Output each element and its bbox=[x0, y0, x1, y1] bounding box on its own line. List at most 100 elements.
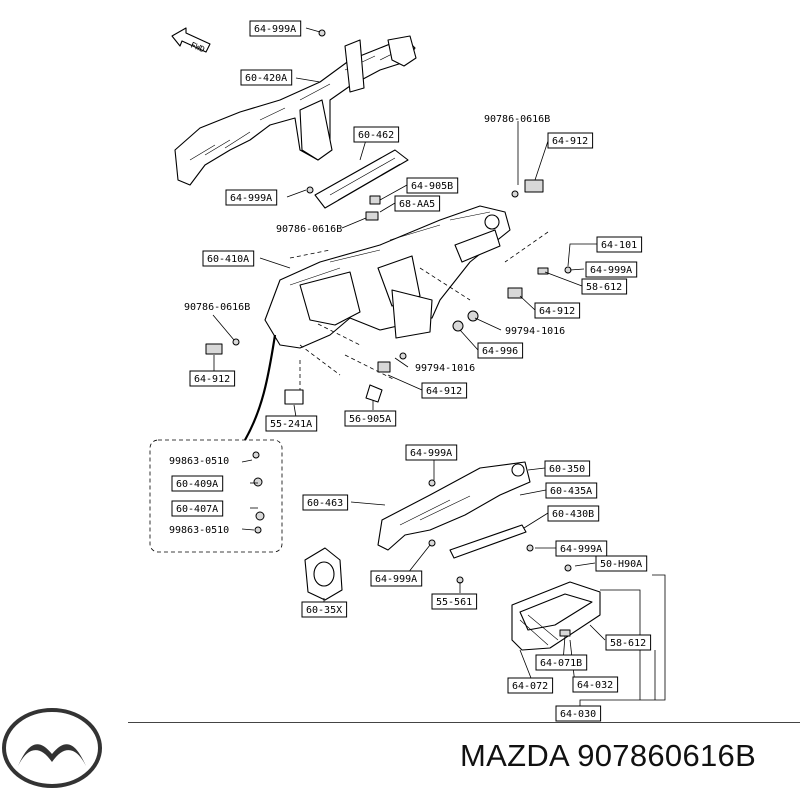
part-label-text: 64-999A bbox=[560, 544, 602, 555]
mazda-logo-icon bbox=[2, 708, 102, 788]
part-label: 68-AA5 bbox=[394, 195, 441, 212]
glovebox-part bbox=[511, 581, 601, 651]
part-label-text: 64-030 bbox=[560, 709, 596, 720]
part-label-text: 64-999A bbox=[230, 193, 272, 204]
part-label: 60-463 bbox=[302, 494, 349, 511]
part-label-box bbox=[547, 132, 594, 149]
part-label: 60-435A bbox=[545, 482, 598, 499]
part-label-box bbox=[421, 382, 468, 399]
part-label-text: 90786-0616B bbox=[276, 224, 342, 235]
part-label-text: 64-905B bbox=[411, 181, 453, 192]
part-label: 90786-0616B bbox=[484, 114, 550, 125]
part-label-text: 64-912 bbox=[426, 386, 462, 397]
part-label: 60-430B bbox=[547, 505, 600, 522]
part-label-box bbox=[477, 342, 524, 359]
part-label-text: 99863-0510 bbox=[169, 456, 229, 467]
part-label-text: 64-912 bbox=[552, 136, 588, 147]
part-label-text: 60-410A bbox=[207, 254, 249, 265]
part-label-text: 60-462 bbox=[358, 130, 394, 141]
brand-name: MAZDA bbox=[460, 738, 569, 773]
part-label-box bbox=[547, 505, 600, 522]
part-label-text: 99794-1016 bbox=[415, 363, 475, 374]
part-label-box bbox=[431, 593, 478, 610]
part-label-box bbox=[265, 415, 318, 432]
part-label: 50-H90A bbox=[595, 555, 648, 572]
part-label-text: 90786-0616B bbox=[484, 114, 550, 125]
part-label: 64-912 bbox=[189, 370, 236, 387]
part-label: 58-612 bbox=[581, 278, 628, 295]
part-label: 64-999A bbox=[249, 20, 302, 37]
part-label-box bbox=[353, 126, 400, 143]
part-label-box bbox=[406, 177, 459, 194]
part-label-box bbox=[581, 278, 628, 295]
part-label: 64-999A bbox=[585, 261, 638, 278]
leader-lines bbox=[212, 27, 666, 713]
part-label-box bbox=[189, 370, 236, 387]
part-label-box bbox=[507, 677, 554, 694]
part-label-text: 60-35X bbox=[306, 605, 342, 616]
part-label-box bbox=[544, 460, 591, 477]
part-label-text: 60-407A bbox=[176, 504, 218, 515]
part-label-box bbox=[344, 410, 397, 427]
part-label: 64-996 bbox=[477, 342, 524, 359]
fwd-arrow-icon: FWD bbox=[171, 27, 211, 54]
part-label-box bbox=[535, 654, 588, 671]
part-label-text: 58-612 bbox=[610, 638, 646, 649]
part-label: 64-999A bbox=[225, 189, 278, 206]
part-number-caption: MAZDA 907860616B bbox=[460, 738, 756, 774]
part-label-text: 60-435A bbox=[550, 486, 592, 497]
part-label: 55-241A bbox=[265, 415, 318, 432]
fastener-icons bbox=[205, 29, 572, 637]
part-label: 99794-1016 bbox=[505, 326, 565, 337]
lower-bar-part bbox=[449, 524, 527, 559]
part-label-box bbox=[171, 500, 224, 517]
part-label: 60-462 bbox=[353, 126, 400, 143]
part-label-text: 64-912 bbox=[194, 374, 230, 385]
part-label-box bbox=[572, 676, 619, 693]
part-label-text: 60-420A bbox=[245, 73, 287, 84]
part-label: 64-905B bbox=[406, 177, 459, 194]
part-label-box bbox=[202, 250, 255, 267]
part-label: 99794-1016 bbox=[415, 363, 475, 374]
part-label-text: 64-999A bbox=[375, 574, 417, 585]
part-label-text: 64-071B bbox=[540, 658, 582, 669]
part-label-text: 64-999A bbox=[254, 24, 296, 35]
part-label: 64-072 bbox=[507, 677, 554, 694]
part-label-text: 64-999A bbox=[410, 448, 452, 459]
part-label-text: 99863-0510 bbox=[169, 525, 229, 536]
part-label: 56-905A bbox=[344, 410, 397, 427]
part-label-text: 64-072 bbox=[512, 681, 548, 692]
part-label: 58-612 bbox=[605, 634, 652, 651]
part-label-box bbox=[302, 494, 349, 511]
part-label-box bbox=[596, 236, 643, 253]
part-label-box bbox=[240, 69, 293, 86]
lower-trim-part bbox=[377, 461, 531, 551]
part-label-text: 60-430B bbox=[552, 509, 594, 520]
part-label-text: 64-032 bbox=[577, 680, 613, 691]
part-label-text: 58-612 bbox=[586, 282, 622, 293]
part-label: 64-999A bbox=[370, 570, 423, 587]
part-label-text: 60-409A bbox=[176, 479, 218, 490]
part-label-text: 68-AA5 bbox=[399, 199, 435, 210]
part-label-box bbox=[171, 475, 224, 492]
part-label-box bbox=[585, 261, 638, 278]
part-label: 64-101 bbox=[596, 236, 643, 253]
part-label-box bbox=[370, 570, 423, 587]
part-label: 64-032 bbox=[572, 676, 619, 693]
detail-group-frame bbox=[149, 439, 283, 553]
part-label-text: 64-912 bbox=[539, 306, 575, 317]
part-label: 60-409A bbox=[171, 475, 224, 492]
detail-leader-line bbox=[244, 334, 277, 441]
part-label: 64-999A bbox=[555, 540, 608, 557]
hidden-lines bbox=[289, 231, 549, 390]
part-label: 64-071B bbox=[535, 654, 588, 671]
part-label-box bbox=[545, 482, 598, 499]
part-label: 60-350 bbox=[544, 460, 591, 477]
part-label-text: 55-561 bbox=[436, 597, 472, 608]
part-label: 60-407A bbox=[171, 500, 224, 517]
part-label: 60-420A bbox=[240, 69, 293, 86]
part-label-box bbox=[249, 20, 302, 37]
upper-panel-part bbox=[314, 149, 409, 209]
part-label-text: 60-463 bbox=[307, 498, 343, 509]
